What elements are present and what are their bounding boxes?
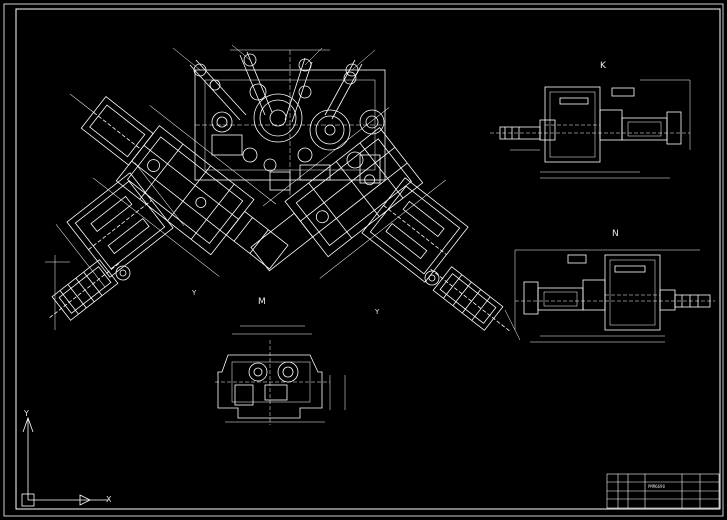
view-label-y-right: Y: [375, 308, 380, 316]
ucs-x-label: X: [106, 495, 112, 504]
left-arm-assembly: [45, 93, 289, 330]
view-k: [490, 79, 691, 179]
view-label-y-left: Y: [192, 289, 197, 297]
view-label-k: K: [600, 61, 606, 71]
central-gear-cluster: [172, 44, 386, 195]
inner-frame: [15, 8, 721, 510]
view-label-n: N: [612, 229, 619, 239]
ucs-y-label: Y: [24, 409, 29, 418]
ucs-icon: [21, 416, 108, 507]
view-n: [514, 249, 715, 343]
title-block: [606, 473, 720, 509]
right-arm-assembly: [250, 107, 521, 341]
outer-frame: [3, 3, 724, 517]
view-m: [215, 325, 346, 425]
title-block-name: PMM6698: [648, 484, 665, 489]
view-label-m: M: [258, 297, 266, 307]
